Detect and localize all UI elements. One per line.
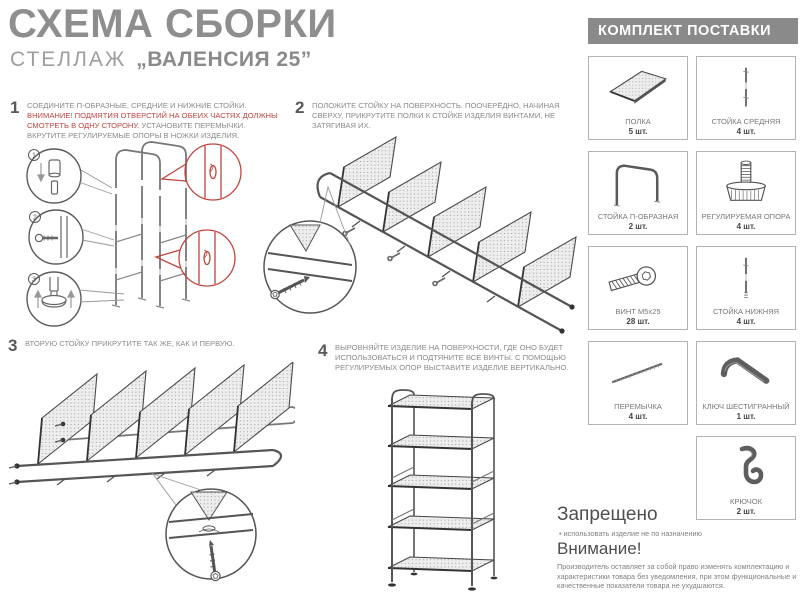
hex-key-icon [699,345,793,402]
step1-text: СОЕДИНИТЕ П-ОБРАЗНЫЕ, СРЕДНИЕ И НИЖНИЕ С… [27,101,279,140]
kit-item-shelf: ПОЛКА 5 шт. [588,56,688,140]
forbidden-heading: Запрещено [557,504,658,525]
part-name: ПЕРЕМЫЧКА [614,401,662,411]
screw-icon [591,250,685,307]
part-qty: 4 шт. [736,317,756,326]
kit-item-middle-post: СТОЙКА СРЕДНЯЯ 4 шт. [696,56,796,140]
step2-number: 2 [295,98,305,117]
part-qty: 1 шт. [736,412,756,421]
kit-item-u-frame: СТОЙКА П-ОБРАЗНАЯ 2 шт. [588,151,688,235]
kit-item-hook: КРЮЧОК 2 шт. [696,436,796,520]
part-qty: 4 шт. [736,127,756,136]
step1-warning: ВНИМАНИЕ! ПОДМЯТИЯ ОТВЕРСТИЙ НА ОБЕИХ ЧА… [27,110,278,130]
part-name: СТОЙКА НИЖНЯЯ [712,306,780,316]
step1-line1: СОЕДИНИТЕ П-ОБРАЗНЫЕ, СРЕДНИЕ И НИЖНИЕ С… [27,101,247,110]
part-qty: 4 шт. [628,412,648,421]
part-name: ВИНТ М5х25 [615,306,661,316]
page-title: СХЕМА СБОРКИ [8,2,337,46]
svg-text:2: 2 [33,215,37,222]
step3-text: ВТОРУЮ СТОЙКУ ПРИКРУТИТЕ ТАК ЖЕ, КАК И П… [25,339,235,348]
shelf-icon [591,60,685,117]
post-middle-icon [699,60,793,117]
step1-rest: УСТАНОВИТЕ ПЕРЕМЫЧКИ. ВКРУТИТЕ РЕГУЛИРУЕ… [27,120,246,140]
part-qty: 2 шт. [736,507,756,516]
post-bottom-icon [699,250,793,307]
part-name: РЕГУЛИРУЕМАЯ ОПОРА [701,211,791,221]
kit-item-screw: ВИНТ М5х25 28 шт. [588,246,688,330]
part-qty: 28 шт. [626,317,650,326]
part-qty: 2 шт. [628,222,648,231]
part-name: ПОЛКА [625,116,651,126]
kit-item-adjustable-foot: РЕГУЛИРУЕМАЯ ОПОРА 4 шт. [696,151,796,235]
step1-number: 1 [10,98,20,117]
post-u-shaped-icon [591,155,685,212]
subtitle-product-type: СТЕЛЛАЖ [10,48,127,71]
step3-illustration [8,362,295,582]
adjustable-foot-icon [699,155,793,212]
kit-item-bottom-post: СТОЙКА НИЖНЯЯ 4 шт. [696,246,796,330]
step4-number: 4 [318,341,328,360]
svg-text:1: 1 [32,153,36,160]
svg-text:3: 3 [32,277,36,284]
kit-grid: ПОЛКА 5 шт. СТОЙКА СРЕДНЯЯ 4 шт. [588,56,796,520]
forbidden-bullet: • использовать изделие не по назначению [559,529,703,538]
step2-text: ПОЛОЖИТЕ СТОЙКУ НА ПОВЕРХНОСТЬ. ПООЧЕРЁД… [312,101,560,130]
part-name: КЛЮЧ ШЕСТИГРАННЫЙ [702,401,790,411]
subtitle-model-name: „ВАЛЕНСИЯ 25” [136,48,312,71]
attention-text: Производитель оставляет за собой право и… [557,562,797,591]
crossbar-icon [591,345,685,402]
part-name: СТОЙКА П-ОБРАЗНАЯ [597,211,679,221]
step3-number: 3 [8,336,18,355]
step1-illustration: 1 2 3 [26,141,242,327]
kit-header: КОМПЛЕКТ ПОСТАВКИ [588,18,798,44]
part-qty: 5 шт. [628,127,648,136]
part-name: КРЮЧОК [730,496,762,506]
attention-heading: Внимание! [557,539,642,558]
page-subtitle: СТЕЛЛАЖ „ВАЛЕНСИЯ 25” [10,48,312,72]
step4-illustration [387,389,498,591]
hook-icon [699,440,793,497]
part-qty: 4 шт. [736,222,756,231]
step2-illustration [263,135,577,334]
step4-text: ВЫРОВНЯЙТЕ ИЗДЕЛИЕ НА ПОВЕРХНОСТИ, ГДЕ О… [335,343,569,372]
part-name: СТОЙКА СРЕДНЯЯ [711,116,781,126]
kit-item-crossbar: ПЕРЕМЫЧКА 4 шт. [588,341,688,425]
kit-item-hex-key: КЛЮЧ ШЕСТИГРАННЫЙ 1 шт. [696,341,796,425]
callout-number-badges: 1 2 3 [32,153,37,284]
